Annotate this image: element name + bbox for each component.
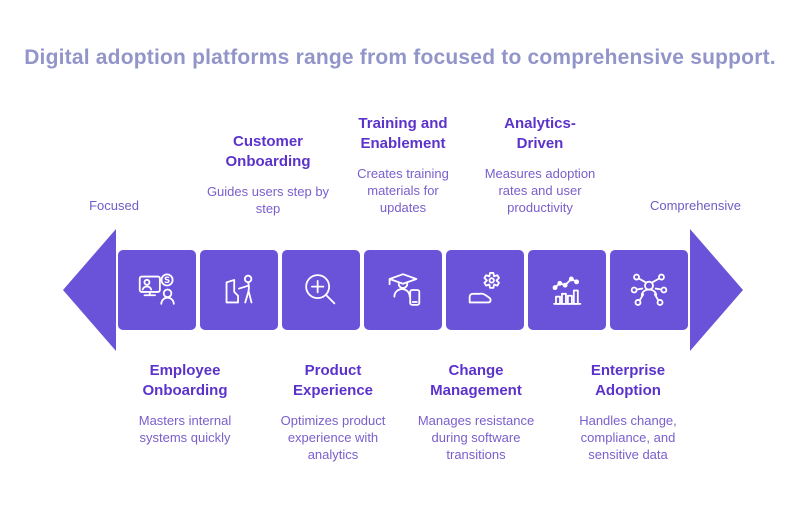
label-analytics-driven: Analytics- Driven Measures adoption rate…: [455, 114, 625, 216]
segment-employee-onboarding: S: [118, 250, 196, 330]
spectrum-segments: S: [118, 250, 688, 330]
enterprise-adoption-icon: [630, 273, 668, 306]
item-heading: Analytics- Driven: [504, 115, 576, 152]
segment-analytics-driven: [528, 250, 606, 330]
item-heading: Change Management: [430, 362, 522, 399]
item-description: Handles change, compliance, and sensitiv…: [579, 413, 677, 462]
segment-change-management: [446, 250, 524, 330]
item-heading: Product Experience: [292, 362, 374, 399]
item-description: Measures adoption rates and user product…: [484, 166, 596, 215]
employee-onboarding-icon: S: [138, 273, 175, 305]
label-change-management: Change Management Manages resistance dur…: [386, 361, 566, 463]
label-customer-onboarding: Customer Onboarding Guides users step by…: [183, 132, 353, 217]
customer-onboarding-icon: [225, 274, 253, 304]
change-management-icon: [468, 272, 500, 304]
item-description: Optimizes product experience with analyt…: [280, 413, 386, 462]
label-product-experience: Product Experience Optimizes product exp…: [243, 361, 423, 463]
item-description: Guides users step by step: [206, 184, 330, 216]
training-enablement-icon: [388, 273, 421, 306]
item-heading: Customer Onboarding: [225, 133, 311, 170]
label-training-and-enablement: Training and Enablement Creates training…: [318, 114, 488, 216]
spectrum-arrow: S: [62, 228, 744, 352]
item-description: Masters internal systems quickly: [138, 413, 232, 445]
arrowhead-left-icon: [63, 229, 116, 351]
segment-customer-onboarding: [200, 250, 278, 330]
axis-label-focused: Focused: [89, 198, 139, 213]
item-heading: Employee Onboarding: [142, 362, 228, 399]
segment-enterprise-adoption: [610, 250, 688, 330]
label-enterprise-adoption: Enterprise Adoption Handles change, comp…: [538, 361, 718, 463]
arrowhead-right-icon: [690, 229, 743, 351]
axis-label-comprehensive: Comprehensive: [649, 198, 742, 213]
segment-product-experience: [282, 250, 360, 330]
item-heading: Training and Enablement: [358, 115, 448, 152]
product-experience-icon: [305, 274, 336, 305]
segment-training-and-enablement: [364, 250, 442, 330]
analytics-driven-icon: [552, 276, 582, 305]
item-description: Creates training materials for updates: [357, 166, 449, 215]
svg-text:S: S: [164, 276, 170, 286]
item-description: Manages resistance during software trans…: [417, 413, 535, 462]
item-heading: Enterprise Adoption: [590, 362, 666, 399]
page-title: Digital adoption platforms range from fo…: [24, 46, 776, 69]
label-employee-onboarding: Employee Onboarding Masters internal sys…: [95, 361, 275, 446]
